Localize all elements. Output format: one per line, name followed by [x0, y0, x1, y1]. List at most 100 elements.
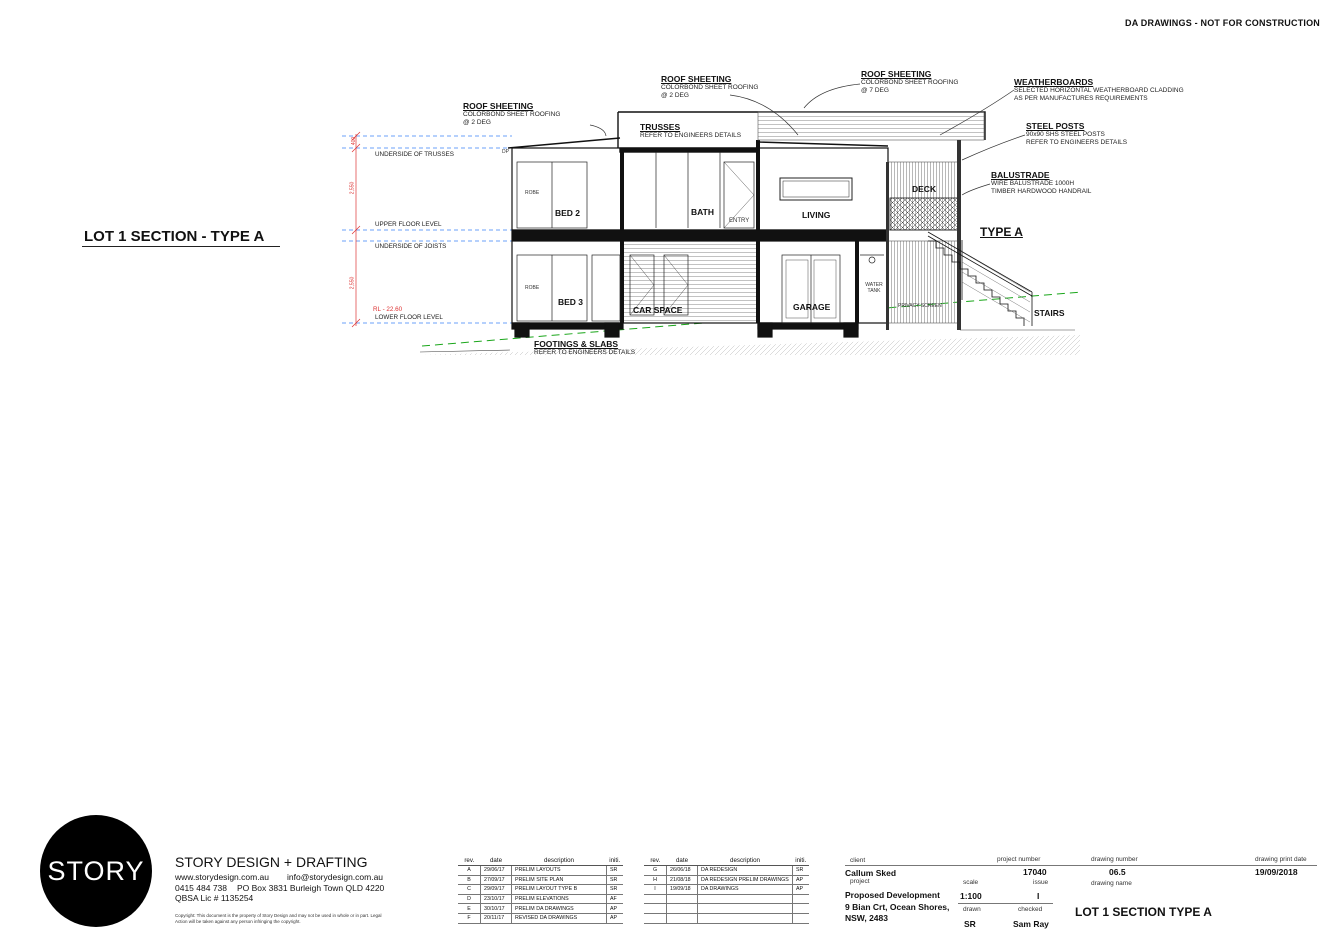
revision-initials: SR — [606, 865, 623, 876]
project-number-label: project number — [997, 856, 1041, 863]
revision-rev: E — [458, 903, 481, 914]
project-line-3: NSW, 2483 — [845, 913, 888, 923]
revision-description: REVISED DA DRAWINGS — [511, 913, 607, 924]
level-underside-trusses: UNDERSIDE OF TRUSSES — [375, 151, 454, 158]
room-car-space: CAR SPACE — [633, 305, 683, 315]
dim-2550-lower: 2,550 — [349, 276, 356, 290]
company-logo: STORY — [40, 815, 152, 927]
revision-rev: H — [644, 875, 667, 886]
drawn-label: drawn — [963, 906, 981, 913]
revision-rev — [644, 894, 667, 905]
type-label: TYPE A — [980, 225, 1023, 239]
sheet-title-underline — [82, 246, 280, 247]
revision-row — [644, 903, 809, 914]
revision-rev: G — [644, 865, 667, 876]
revision-date: 21/08/18 — [666, 875, 698, 886]
revision-row — [644, 894, 809, 905]
company-address: PO Box 3831 Burleigh Town QLD 4220 — [237, 883, 385, 893]
revision-initials: AP — [606, 903, 623, 914]
level-rl: RL - 22.60 — [373, 306, 403, 313]
project-line-2: 9 Bian Crt, Ocean Shores, — [845, 902, 950, 912]
revision-description: PRELIM LAYOUTS — [511, 865, 607, 876]
revision-rev: I — [644, 884, 667, 895]
revision-rev: B — [458, 875, 481, 886]
checked-value: Sam Ray — [1013, 919, 1049, 929]
room-entry: ENTRY — [729, 218, 750, 224]
revision-rev: F — [458, 913, 481, 924]
print-date-value: 19/09/2018 — [1255, 867, 1298, 877]
revision-date: 20/11/17 — [480, 913, 512, 924]
title-block-rule-2 — [958, 903, 1053, 904]
revision-date: 29/06/17 — [480, 865, 512, 876]
construction-notice: DA DRAWINGS - NOT FOR CONSTRUCTION — [1125, 18, 1320, 28]
revision-description: PRELIM LAYOUT TYPE B — [511, 884, 607, 895]
revision-initials: AP — [792, 884, 809, 895]
issue-value: I — [1037, 891, 1040, 901]
revision-rev — [644, 913, 667, 924]
room-robe-upper: ROBE — [525, 190, 540, 196]
scale-value: 1:100 — [960, 891, 982, 901]
revision-initials — [792, 903, 809, 914]
company-email[interactable]: info@storydesign.com.au — [287, 872, 384, 882]
level-upper-floor: UPPER FLOOR LEVEL — [375, 221, 442, 228]
revision-initials — [792, 894, 809, 905]
room-robe-lower: ROBE — [525, 285, 540, 291]
room-bath: BATH — [691, 207, 714, 217]
revision-description: PRELIM SITE PLAN — [511, 875, 607, 886]
revision-date: 19/09/18 — [666, 884, 698, 895]
revision-date: 27/09/17 — [480, 875, 512, 886]
revision-description: PRELIM ELEVATIONS — [511, 894, 607, 905]
revision-initials: SR — [606, 875, 623, 886]
revision-date — [666, 894, 698, 905]
revision-rev: D — [458, 894, 481, 905]
revision-description: DA REDESIGN PRELIM DRAWINGS — [697, 875, 793, 886]
drawn-value: SR — [964, 919, 976, 929]
revision-row — [644, 913, 809, 924]
company-web[interactable]: www.storydesign.com.au — [175, 872, 270, 882]
project-label: project — [850, 878, 870, 885]
revision-description — [697, 903, 793, 914]
level-underside-joists: UNDERSIDE OF JOISTS — [375, 243, 447, 250]
room-garage: GARAGE — [793, 302, 831, 312]
revision-date — [666, 903, 698, 914]
room-living: LIVING — [802, 210, 831, 220]
dimension-line — [351, 131, 361, 328]
downpipe-label: DP — [502, 149, 509, 155]
revision-initials: SR — [792, 865, 809, 876]
dim-400: 400 — [351, 136, 358, 146]
revision-date: 30/10/17 — [480, 903, 512, 914]
revision-rev: C — [458, 884, 481, 895]
revision-initials: SR — [606, 884, 623, 895]
sheet-title: LOT 1 SECTION - TYPE A — [84, 228, 265, 245]
dim-2550-upper: 2,550 — [349, 181, 356, 195]
revision-description — [697, 894, 793, 905]
revision-description: PRELIM DA DRAWINGS — [511, 903, 607, 914]
revision-date: 26/06/18 — [666, 865, 698, 876]
company-name: STORY DESIGN + DRAFTING — [175, 854, 368, 870]
revision-description: DA REDESIGN — [697, 865, 793, 876]
room-deck: DECK — [912, 184, 937, 194]
revision-initials: AF — [606, 894, 623, 905]
company-license: QBSA Lic # 1135254 — [175, 893, 254, 903]
revision-date: 29/09/17 — [480, 884, 512, 895]
ground-hatch — [420, 335, 1080, 355]
drawing-name-value: LOT 1 SECTION TYPE A — [1075, 905, 1212, 919]
revision-initials — [792, 913, 809, 924]
revision-description: DA DRAWINGS — [697, 884, 793, 895]
print-date-label: drawing print date — [1255, 856, 1307, 863]
level-lower-floor: LOWER FLOOR LEVEL — [375, 314, 443, 321]
